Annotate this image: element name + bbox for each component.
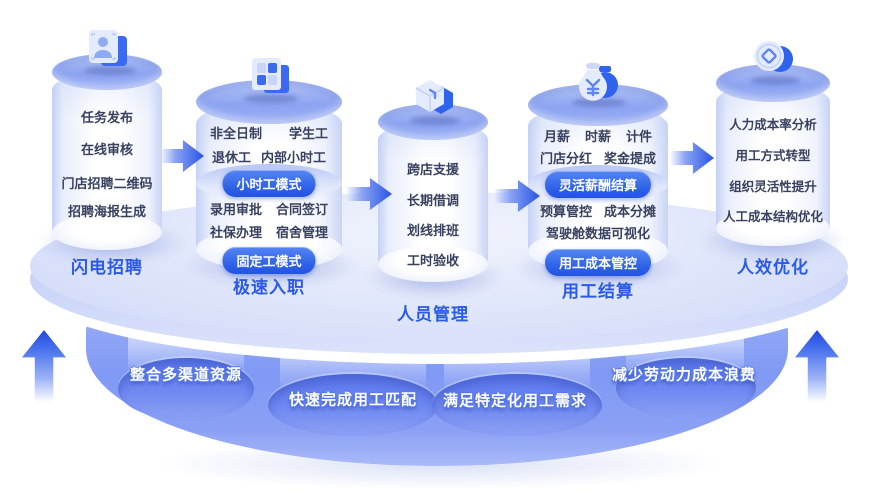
feature-org-flexibility-improve: 组织灵活性提升 <box>729 180 817 194</box>
feature-internal-hourly: 内部小时工 <box>260 150 326 165</box>
feature-task-publish: 任务发布 <box>80 110 133 125</box>
staff-cube-icon <box>410 78 458 127</box>
fixed-row-1: 录用审批 合同签订 <box>196 202 342 218</box>
icon-shadow <box>84 66 136 75</box>
feature-contract-signing: 合同签订 <box>275 202 328 217</box>
base-pill-fast-matching: 快速完成用工匹配 <box>288 391 418 409</box>
salary-row-1: 月薪 时薪 计件 <box>528 129 668 145</box>
flow-arrow-4-icon <box>670 142 714 174</box>
base-pill-integrate-channels: 整合多渠道资源 <box>129 366 243 384</box>
base-pill-reduce-waste: 减少劳动力成本浪费 <box>611 366 757 384</box>
feature-online-review: 在线审核 <box>80 142 133 157</box>
feature-long-term-transfer: 长期借调 <box>406 193 459 208</box>
cylinder-title-staff-management: 人员管理 <box>397 305 469 324</box>
badge-labor-cost-control: 用工成本管控 <box>544 249 652 276</box>
badge-fixed-mode: 固定工模式 <box>222 247 316 274</box>
feature-social-insurance: 社保办理 <box>210 225 263 240</box>
feature-store-qrcode: 门店招聘二维码 <box>61 176 153 191</box>
feature-worktime-acceptance: 工时验收 <box>406 253 459 268</box>
feature-bonus-commission: 奖金提成 <box>603 151 656 166</box>
cylinder-fast-onboarding: 非全日制 学生工 退休工 内部小时工 小时工模式 录用审批 合同签订 社保办理 … <box>196 0 342 500</box>
recess-ellipse <box>616 358 756 418</box>
cylinder-title-efficiency-optimization: 人效优化 <box>737 258 809 277</box>
cylinder-bottom <box>52 214 162 250</box>
feature-student-worker: 学生工 <box>288 126 328 141</box>
feature-hourly-salary: 时薪 <box>584 129 611 144</box>
feature-poster-generate: 招聘海报生成 <box>67 204 146 219</box>
icon-shadow <box>572 98 626 107</box>
feature-shift-scheduling: 划线排班 <box>406 223 459 238</box>
icon-shadow <box>750 76 800 85</box>
feature-budget-control: 预算管控 <box>540 204 593 219</box>
feature-piece-rate: 计件 <box>625 129 652 144</box>
cylinder-bottom <box>378 246 488 282</box>
feature-cross-store-support: 跨店支援 <box>406 162 459 177</box>
feature-part-time: 非全日制 <box>210 126 263 141</box>
coin-icon <box>749 36 797 85</box>
recruit-card-icon <box>83 28 131 77</box>
recess-ellipse <box>268 374 438 436</box>
feature-retired-worker: 退休工 <box>212 150 252 165</box>
feature-labor-cost-structure-optimize: 人工成本结构优化 <box>722 210 823 224</box>
feature-store-dividend: 门店分红 <box>540 151 593 166</box>
feature-dashboard-visualization: 驾驶舱数据可视化 <box>545 226 650 241</box>
recess-ellipse <box>118 358 254 420</box>
cylinder-title-fast-onboarding: 极速入职 <box>233 278 305 297</box>
feature-labor-cost-rate-analysis: 人力成本率分析 <box>729 118 817 132</box>
hourly-row-1: 非全日制 学生工 <box>196 126 342 142</box>
icon-shadow <box>410 116 460 125</box>
feature-employment-mode-transform: 用工方式转型 <box>735 149 811 163</box>
feature-hiring-approval: 录用审批 <box>210 202 263 217</box>
recess-ellipse <box>432 374 602 436</box>
cylinder-title-lightning-recruiting: 闪电招聘 <box>71 258 143 277</box>
feature-dorm-management: 宿舍管理 <box>275 225 328 240</box>
cylinder-efficiency-optimization: 人力成本率分析 用工方式转型 组织灵活性提升 人工成本结构优化 人效优化 <box>716 0 830 500</box>
money-bag-icon <box>573 58 623 109</box>
cylinder-lightning-recruiting: 任务发布 在线审核 门店招聘二维码 招聘海报生成 闪电招聘 <box>52 0 162 500</box>
cylinder-title-labor-settlement: 用工结算 <box>562 282 634 301</box>
badge-hourly-mode: 小时工模式 <box>222 170 316 197</box>
icon-shadow <box>244 94 298 103</box>
cost-row-1: 预算管控 成本分摊 <box>528 204 668 220</box>
fixed-row-2: 社保办理 宿舍管理 <box>196 225 342 241</box>
cylinder-staff-management: 跨店支援 长期借调 划线排班 工时验收 人员管理 <box>378 0 488 500</box>
badge-flexible-salary: 灵活薪酬结算 <box>544 171 652 198</box>
modes-grid-icon <box>245 56 293 105</box>
hourly-row-2: 退休工 内部小时工 <box>196 150 342 166</box>
cylinder-labor-settlement: 月薪 时薪 计件 门店分红 奖金提成 灵活薪酬结算 预算管控 成本分摊 驾驶舱数… <box>528 0 668 500</box>
salary-row-2: 门店分红 奖金提成 <box>528 151 668 167</box>
cylinder-bottom <box>716 210 830 246</box>
feature-monthly-salary: 月薪 <box>544 129 571 144</box>
feature-cost-allocation: 成本分摊 <box>603 204 656 219</box>
base-pill-specific-demand: 满足特定化用工需求 <box>442 392 588 410</box>
